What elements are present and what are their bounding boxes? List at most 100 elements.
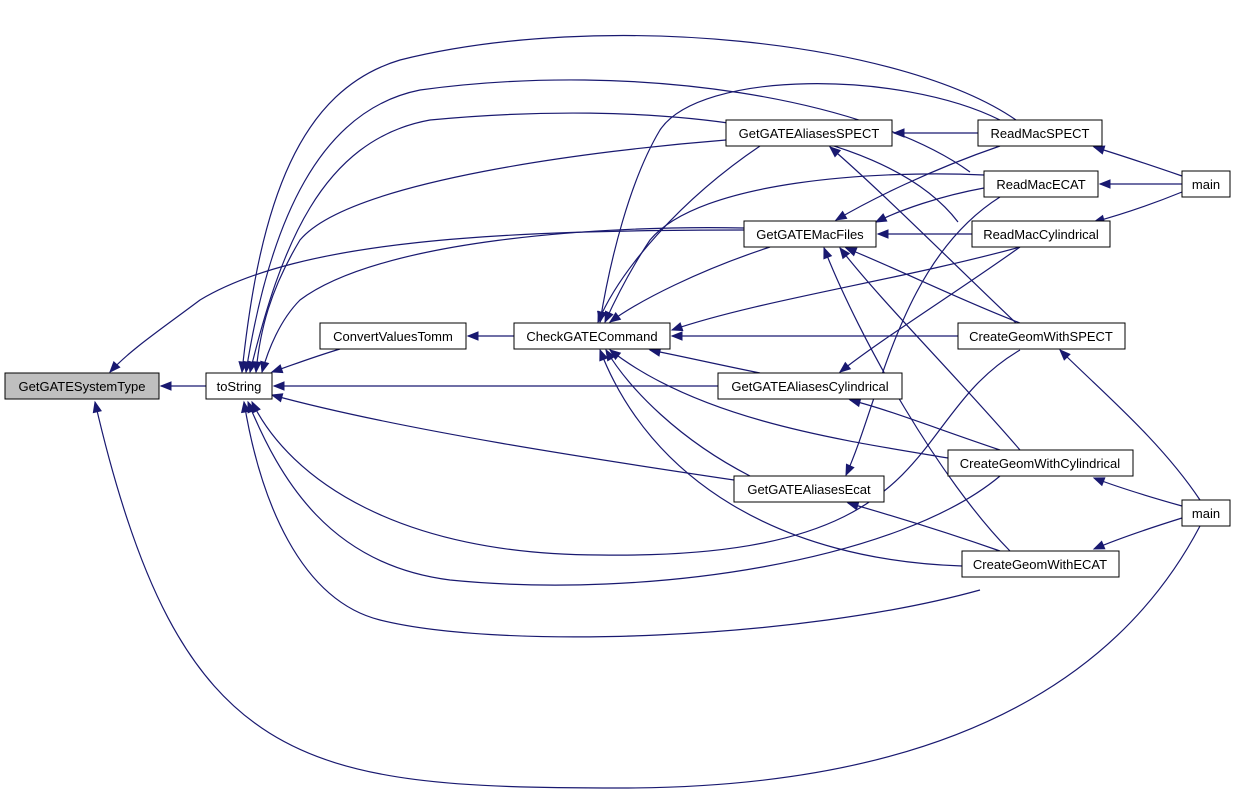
edge-arrowhead: [848, 397, 862, 408]
edge-arrowhead: [596, 310, 607, 324]
node-GetGATESystemType[interactable]: GetGATESystemType: [4, 372, 160, 400]
node-label: toString: [217, 379, 262, 394]
edge-arrowhead: [839, 246, 851, 260]
edge-arrowhead: [605, 348, 616, 362]
edge-ReadMacCylindrical-to-CheckGATECommand: [670, 246, 1021, 332]
edge-arrowhead: [1092, 477, 1106, 487]
edge-GetGATEAliasesEcat-to-toString: [270, 393, 735, 481]
edge-arrowhead: [159, 381, 172, 391]
edge-line: [599, 349, 963, 567]
edge-CreateGeomWithSPECT-to-toString: [251, 349, 1021, 556]
edge-arrowhead: [844, 247, 858, 257]
edge-CreateGeomWithCylindrical-to-GetGATEMacFiles: [839, 246, 1021, 451]
edge-arrowhead: [845, 463, 855, 477]
edge-arrowhead: [876, 229, 889, 239]
edge-line: [1093, 191, 1183, 223]
node-label: GetGATEAliasesCylindrical: [731, 379, 888, 394]
edge-line: [255, 139, 727, 373]
edge-line: [839, 246, 1021, 373]
node-label: ReadMacSPECT: [991, 126, 1090, 141]
edge-ReadMacCylindrical-to-toString: [247, 112, 959, 374]
edge-arrowhead: [272, 381, 285, 391]
edge-CreateGeomWithSPECT-to-CheckGATECommand: [670, 331, 958, 341]
node-CreateGeomWithECAT[interactable]: CreateGeomWithECAT: [961, 550, 1120, 578]
edge-line: [823, 247, 1011, 552]
node-label: ReadMacCylindrical: [983, 227, 1099, 242]
edge-GetGATEMacFiles-to-toString: [260, 227, 745, 374]
edge-main2-to-CreateGeomWithSPECT: [1059, 349, 1201, 501]
node-label: ConvertValuesTomm: [333, 329, 453, 344]
node-CreateGeomWithCylindrical[interactable]: CreateGeomWithCylindrical: [947, 449, 1134, 477]
node-label: main: [1192, 177, 1220, 192]
node-label: GetGATEMacFiles: [756, 227, 864, 242]
edge-CreateGeomWithECAT-to-GetGATEMacFiles: [823, 246, 1011, 552]
edge-line: [839, 247, 1021, 451]
edge-line: [243, 401, 981, 638]
edge-line: [1059, 349, 1201, 501]
node-GetGATEMacFiles[interactable]: GetGATEMacFiles: [743, 220, 877, 248]
edge-CreateGeomWithSPECT-to-GetGATEAliasesSPECT: [828, 146, 1017, 324]
edge-arrowhead: [1059, 349, 1071, 361]
edge-line: [609, 349, 949, 459]
node-main-2[interactable]: main: [1181, 499, 1231, 527]
node-CheckGATECommand[interactable]: CheckGATECommand: [513, 322, 671, 350]
edge-arrowhead: [92, 400, 102, 414]
edge-line: [1093, 517, 1183, 550]
edge-line: [847, 502, 1001, 552]
edge-line: [649, 349, 761, 374]
edge-line: [271, 348, 341, 373]
node-ReadMacECAT[interactable]: ReadMacECAT: [983, 170, 1099, 198]
node-label: CreateGeomWithECAT: [973, 557, 1107, 572]
node-label: main: [1192, 506, 1220, 521]
edge-arrowhead: [109, 361, 121, 373]
edge-line: [845, 196, 1001, 476]
edge-GetGATEAliasesEcat-to-CheckGATECommand: [605, 348, 751, 477]
edge-arrowhead: [466, 331, 479, 341]
edge-CheckGATECommand-to-ConvertValuesTomm: [466, 331, 514, 341]
edge-line: [597, 145, 761, 323]
edge-line: [247, 401, 1001, 586]
edge-line: [604, 173, 985, 323]
edge-ReadMacSPECT-to-GetGATEAliasesSPECT: [892, 128, 978, 138]
node-ReadMacCylindrical[interactable]: ReadMacCylindrical: [971, 220, 1111, 248]
edge-arrowhead: [270, 393, 284, 403]
node-GetGATEAliasesCylindrical[interactable]: GetGATEAliasesCylindrical: [717, 372, 903, 400]
edge-line: [245, 79, 971, 373]
edge-arrowhead: [1092, 145, 1106, 155]
edge-arrowhead: [670, 331, 683, 341]
edge-line: [249, 112, 959, 373]
edge-ReadMacECAT-to-CheckGATECommand: [604, 173, 985, 324]
edge-arrowhead: [241, 400, 251, 414]
node-ReadMacSPECT[interactable]: ReadMacSPECT: [977, 119, 1103, 147]
node-label: CheckGATECommand: [526, 329, 657, 344]
edge-arrowhead: [1092, 540, 1106, 550]
edge-CreateGeomWithSPECT-to-GetGATEMacFiles: [844, 247, 1021, 324]
edge-arrowhead: [834, 210, 848, 221]
edge-line: [671, 246, 1021, 331]
edge-line: [605, 349, 751, 477]
edge-line: [94, 401, 1201, 789]
node-GetGATEAliasesEcat[interactable]: GetGATEAliasesEcat: [733, 475, 885, 503]
edge-main2-to-CreateGeomWithECAT: [1092, 517, 1183, 550]
node-label: CreateGeomWithSPECT: [969, 329, 1113, 344]
edge-arrowhead: [608, 311, 622, 323]
edge-main2-to-CreateGeomWithCylindrical: [1092, 477, 1183, 507]
edge-arrowhead: [604, 310, 614, 324]
node-CreateGeomWithSPECT[interactable]: CreateGeomWithSPECT: [957, 322, 1126, 350]
edge-main1-to-ReadMacCylindrical: [1092, 191, 1183, 224]
edge-arrowhead: [247, 360, 258, 374]
edge-main1-to-ReadMacSPECT: [1092, 145, 1183, 177]
node-ConvertValuesTomm[interactable]: ConvertValuesTomm: [319, 322, 467, 350]
edge-toString-to-GetGATESystemType: [159, 381, 206, 391]
node-main-1[interactable]: main: [1181, 170, 1231, 198]
node-GetGATEAliasesSPECT[interactable]: GetGATEAliasesSPECT: [725, 119, 893, 147]
node-toString[interactable]: toString: [205, 372, 273, 400]
edge-line: [241, 34, 1017, 373]
edge-CreateGeomWithECAT-to-toString: [241, 400, 981, 638]
edge-CreateGeomWithCylindrical-to-GetGATEAliasesCylindrical: [848, 397, 1001, 451]
edge-arrowhead: [892, 128, 905, 138]
edge-line: [835, 145, 1001, 221]
edge-arrowhead: [846, 501, 860, 511]
edge-arrowhead: [270, 364, 284, 374]
